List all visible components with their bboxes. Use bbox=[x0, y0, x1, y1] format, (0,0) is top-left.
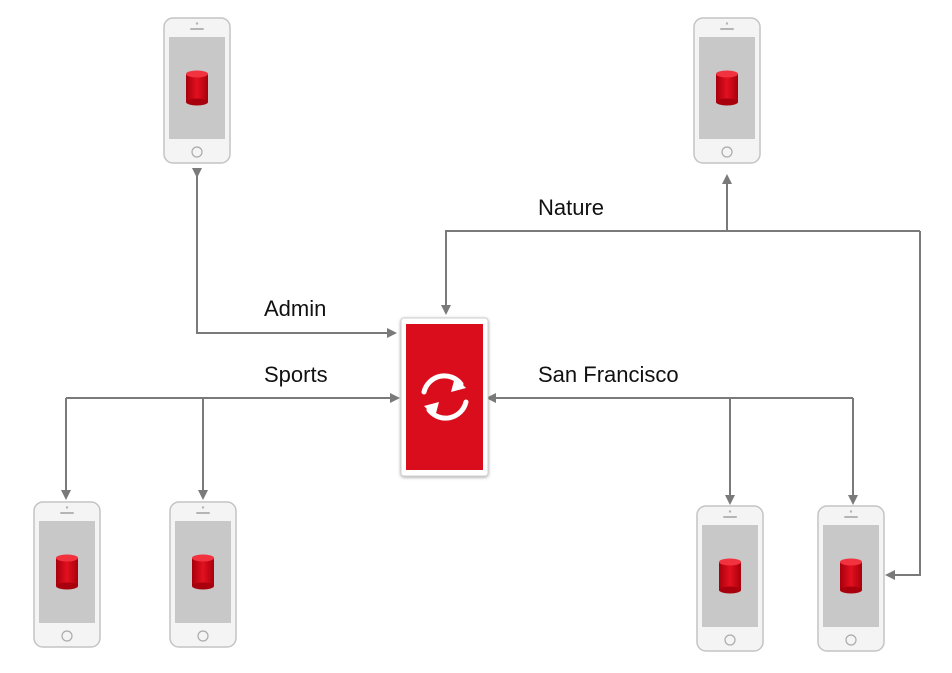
speaker-icon bbox=[723, 516, 737, 518]
home-button-icon bbox=[191, 146, 203, 158]
channel-label-nature: Nature bbox=[538, 195, 605, 220]
camera-icon bbox=[65, 506, 69, 509]
database-icon bbox=[840, 558, 862, 594]
channel-label-admin: Admin bbox=[264, 296, 327, 321]
speaker-icon bbox=[190, 28, 204, 30]
connector-nature-trunk bbox=[441, 230, 920, 315]
device-bottom-2 bbox=[169, 501, 237, 648]
camera-icon bbox=[725, 22, 729, 25]
database-icon bbox=[719, 558, 741, 594]
camera-icon bbox=[728, 510, 732, 513]
channel-label-san-francisco: San Francisco bbox=[538, 362, 679, 387]
home-button-icon bbox=[724, 634, 736, 646]
device-bottom-3 bbox=[696, 505, 764, 652]
speaker-icon bbox=[720, 28, 734, 30]
channel-label-sports: Sports bbox=[264, 362, 328, 387]
sync-server bbox=[400, 317, 489, 477]
connectors bbox=[61, 168, 921, 580]
speaker-icon bbox=[196, 512, 210, 514]
device-bottom-4 bbox=[817, 505, 885, 652]
camera-icon bbox=[201, 506, 205, 509]
connector-admin bbox=[192, 168, 397, 338]
home-button-icon bbox=[61, 630, 73, 642]
camera-icon bbox=[195, 22, 199, 25]
sync-icon bbox=[421, 373, 469, 421]
connector-nature-bottom-device bbox=[885, 231, 921, 580]
device-bottom-1 bbox=[33, 501, 101, 648]
device-top-left bbox=[163, 17, 231, 164]
device-top-right bbox=[693, 17, 761, 164]
home-button-icon bbox=[721, 146, 733, 158]
speaker-icon bbox=[844, 516, 858, 518]
home-button-icon bbox=[197, 630, 209, 642]
home-button-icon bbox=[845, 634, 857, 646]
camera-icon bbox=[849, 510, 853, 513]
database-icon bbox=[56, 554, 78, 590]
database-icon bbox=[192, 554, 214, 590]
database-icon bbox=[716, 70, 738, 106]
speaker-icon bbox=[60, 512, 74, 514]
database-icon bbox=[186, 70, 208, 106]
